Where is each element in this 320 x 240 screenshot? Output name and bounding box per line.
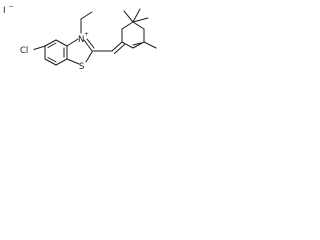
bond — [121, 21, 134, 30]
methyl-bond — [132, 17, 149, 23]
iodide-label: I — [3, 6, 6, 16]
double-bond-exocyclic — [111, 41, 123, 52]
bond — [44, 58, 57, 66]
bond-n-c2 — [83, 39, 93, 52]
bond — [132, 21, 145, 30]
methyl-bond — [143, 41, 157, 49]
bond — [55, 39, 68, 47]
nitrogen-charge: + — [84, 31, 89, 38]
chemical-structure-canvas: I − Cl N + S — [0, 0, 173, 96]
double-bond-inner — [47, 42, 57, 48]
bond-c-cl — [33, 45, 46, 50]
methyl-bond — [132, 8, 141, 23]
double-bond-inner — [132, 42, 142, 46]
double-bond-exocyclic-inner — [114, 44, 125, 54]
molecule-drawing: I − Cl N + S — [3, 3, 157, 72]
iodide-charge: − — [9, 3, 14, 10]
bond-c2-s — [85, 51, 93, 63]
sulfur-label: S — [79, 62, 84, 72]
chlorine-label: Cl — [20, 46, 28, 56]
bond-ethyl — [80, 11, 93, 20]
thiazole-ring — [66, 38, 95, 65]
bond — [121, 41, 134, 49]
bond — [44, 39, 57, 47]
cyclohexene-ring — [121, 21, 145, 49]
benzene-ring — [44, 39, 68, 66]
methyl-bond — [123, 10, 134, 23]
bond — [132, 41, 145, 49]
double-bond-inner — [86, 38, 95, 49]
bond — [55, 58, 68, 66]
double-bond-inner — [47, 57, 57, 63]
bond-s-c — [66, 58, 80, 65]
nitrogen-label: N — [78, 35, 84, 45]
bond-c-n — [66, 38, 79, 47]
